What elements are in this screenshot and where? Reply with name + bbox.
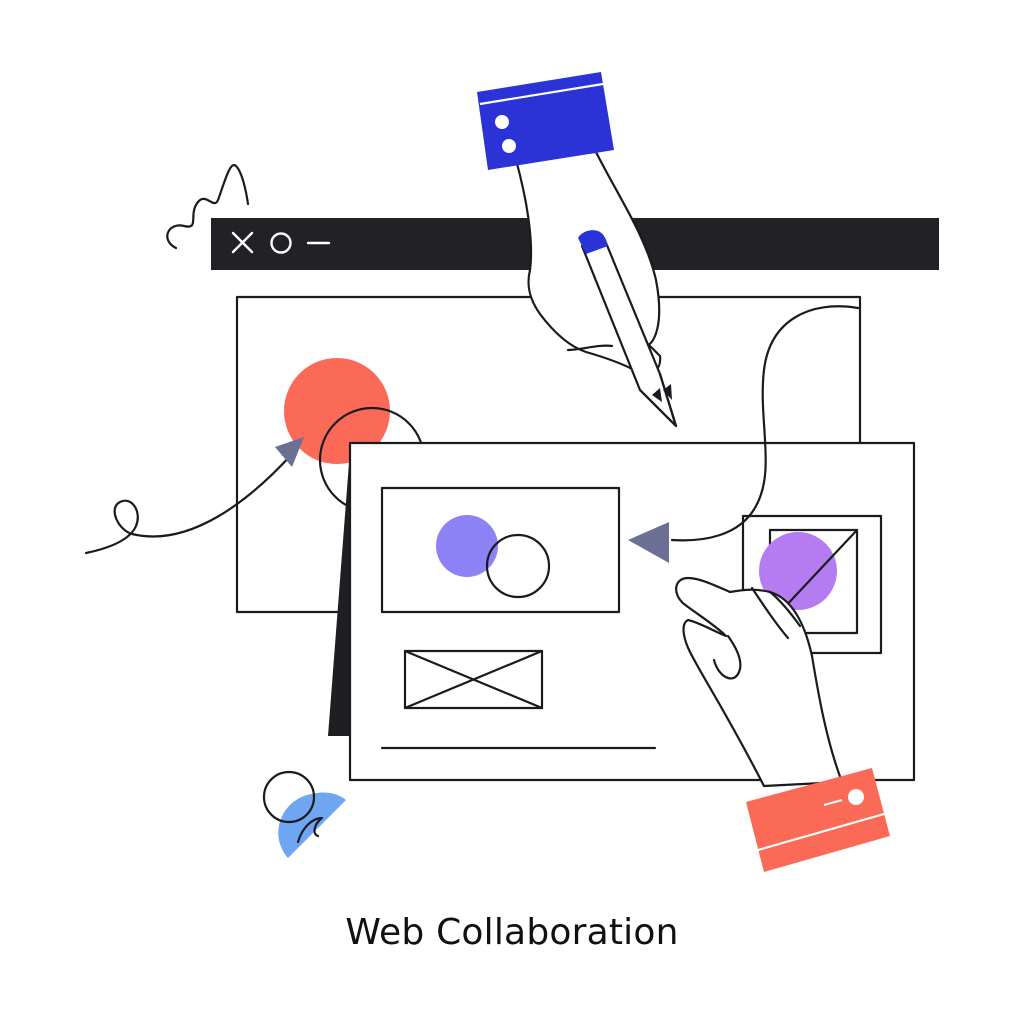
outline-small-circle: [485, 533, 551, 599]
placeholder-box: [403, 649, 544, 710]
circle-icon[interactable]: [270, 232, 292, 254]
top-hand-with-pencil: [477, 72, 678, 428]
illustration-caption: Web Collaboration: [345, 912, 679, 953]
page-shadow: [328, 450, 350, 736]
curved-connector: [670, 305, 860, 542]
decorative-outline-circle: [262, 770, 316, 824]
close-icon[interactable]: [231, 231, 254, 254]
diagonal-stroke: [780, 528, 859, 612]
image-block: [380, 486, 621, 614]
violet-circle: [436, 515, 498, 577]
bottom-hand: [675, 576, 890, 872]
arrowhead-right: [628, 522, 669, 563]
coral-circle: [284, 358, 390, 464]
squiggle-decoration: [166, 163, 250, 250]
arrowhead-left: [275, 437, 304, 467]
sky-semicircle: [278, 792, 346, 858]
curved-arrow-left: [84, 452, 294, 555]
lavender-circle: [759, 532, 837, 610]
